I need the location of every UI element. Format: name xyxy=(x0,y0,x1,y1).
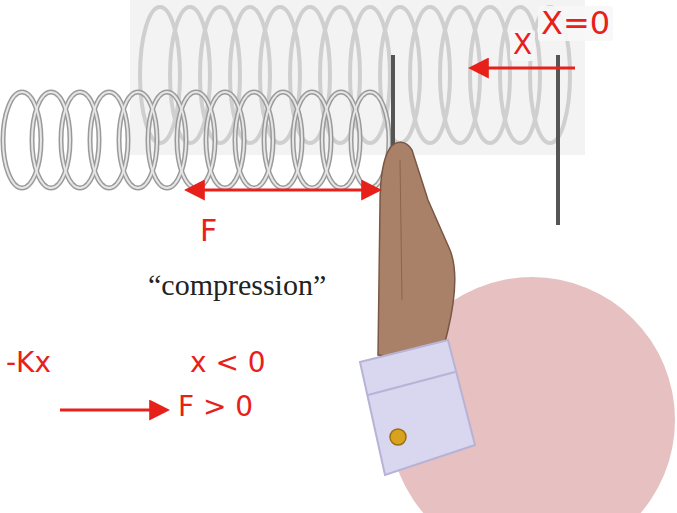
hand xyxy=(378,142,455,362)
spring-coil xyxy=(235,92,273,188)
spring-coil xyxy=(61,92,99,188)
force-arrow xyxy=(188,189,378,192)
compressed-spring xyxy=(3,92,389,188)
spring-coil xyxy=(264,92,302,188)
spring-coil xyxy=(206,92,244,188)
sleeve xyxy=(360,340,475,475)
implies-arrow xyxy=(60,409,166,412)
finger-line xyxy=(400,160,402,300)
origin-label: X=0 xyxy=(538,6,613,41)
spring-coil xyxy=(293,92,331,188)
spring-coil xyxy=(206,92,244,188)
spring-coil xyxy=(148,92,186,188)
spring-coil xyxy=(61,92,99,188)
spring-coil xyxy=(322,92,360,188)
compression-caption: “compression” xyxy=(148,268,326,301)
spring-coil xyxy=(119,92,157,188)
force-sign: F > 0 xyxy=(178,392,253,423)
spring-coil xyxy=(235,92,273,188)
spring-coil xyxy=(293,92,331,188)
relaxed-spring xyxy=(140,7,570,143)
cuff-line xyxy=(368,372,455,395)
spring-coil xyxy=(119,92,157,188)
spring-coil xyxy=(90,92,128,188)
spring-coil xyxy=(177,92,215,188)
spring-coil xyxy=(32,92,70,188)
spring-coil xyxy=(264,92,302,188)
spring-coil xyxy=(177,92,215,188)
displacement-sign: x < 0 xyxy=(190,348,266,379)
displacement-arrow xyxy=(472,67,575,70)
spring-coil xyxy=(3,92,41,188)
spring-coil xyxy=(32,92,70,188)
force-label: F xyxy=(200,214,217,247)
spring-coil xyxy=(322,92,360,188)
hooke-law: -Kx xyxy=(6,348,51,379)
spring-coil xyxy=(3,92,41,188)
spring-coil xyxy=(148,92,186,188)
displacement-label: X xyxy=(510,30,535,61)
plate-line xyxy=(556,55,560,225)
cuff-button xyxy=(390,429,406,445)
spring-coil xyxy=(90,92,128,188)
